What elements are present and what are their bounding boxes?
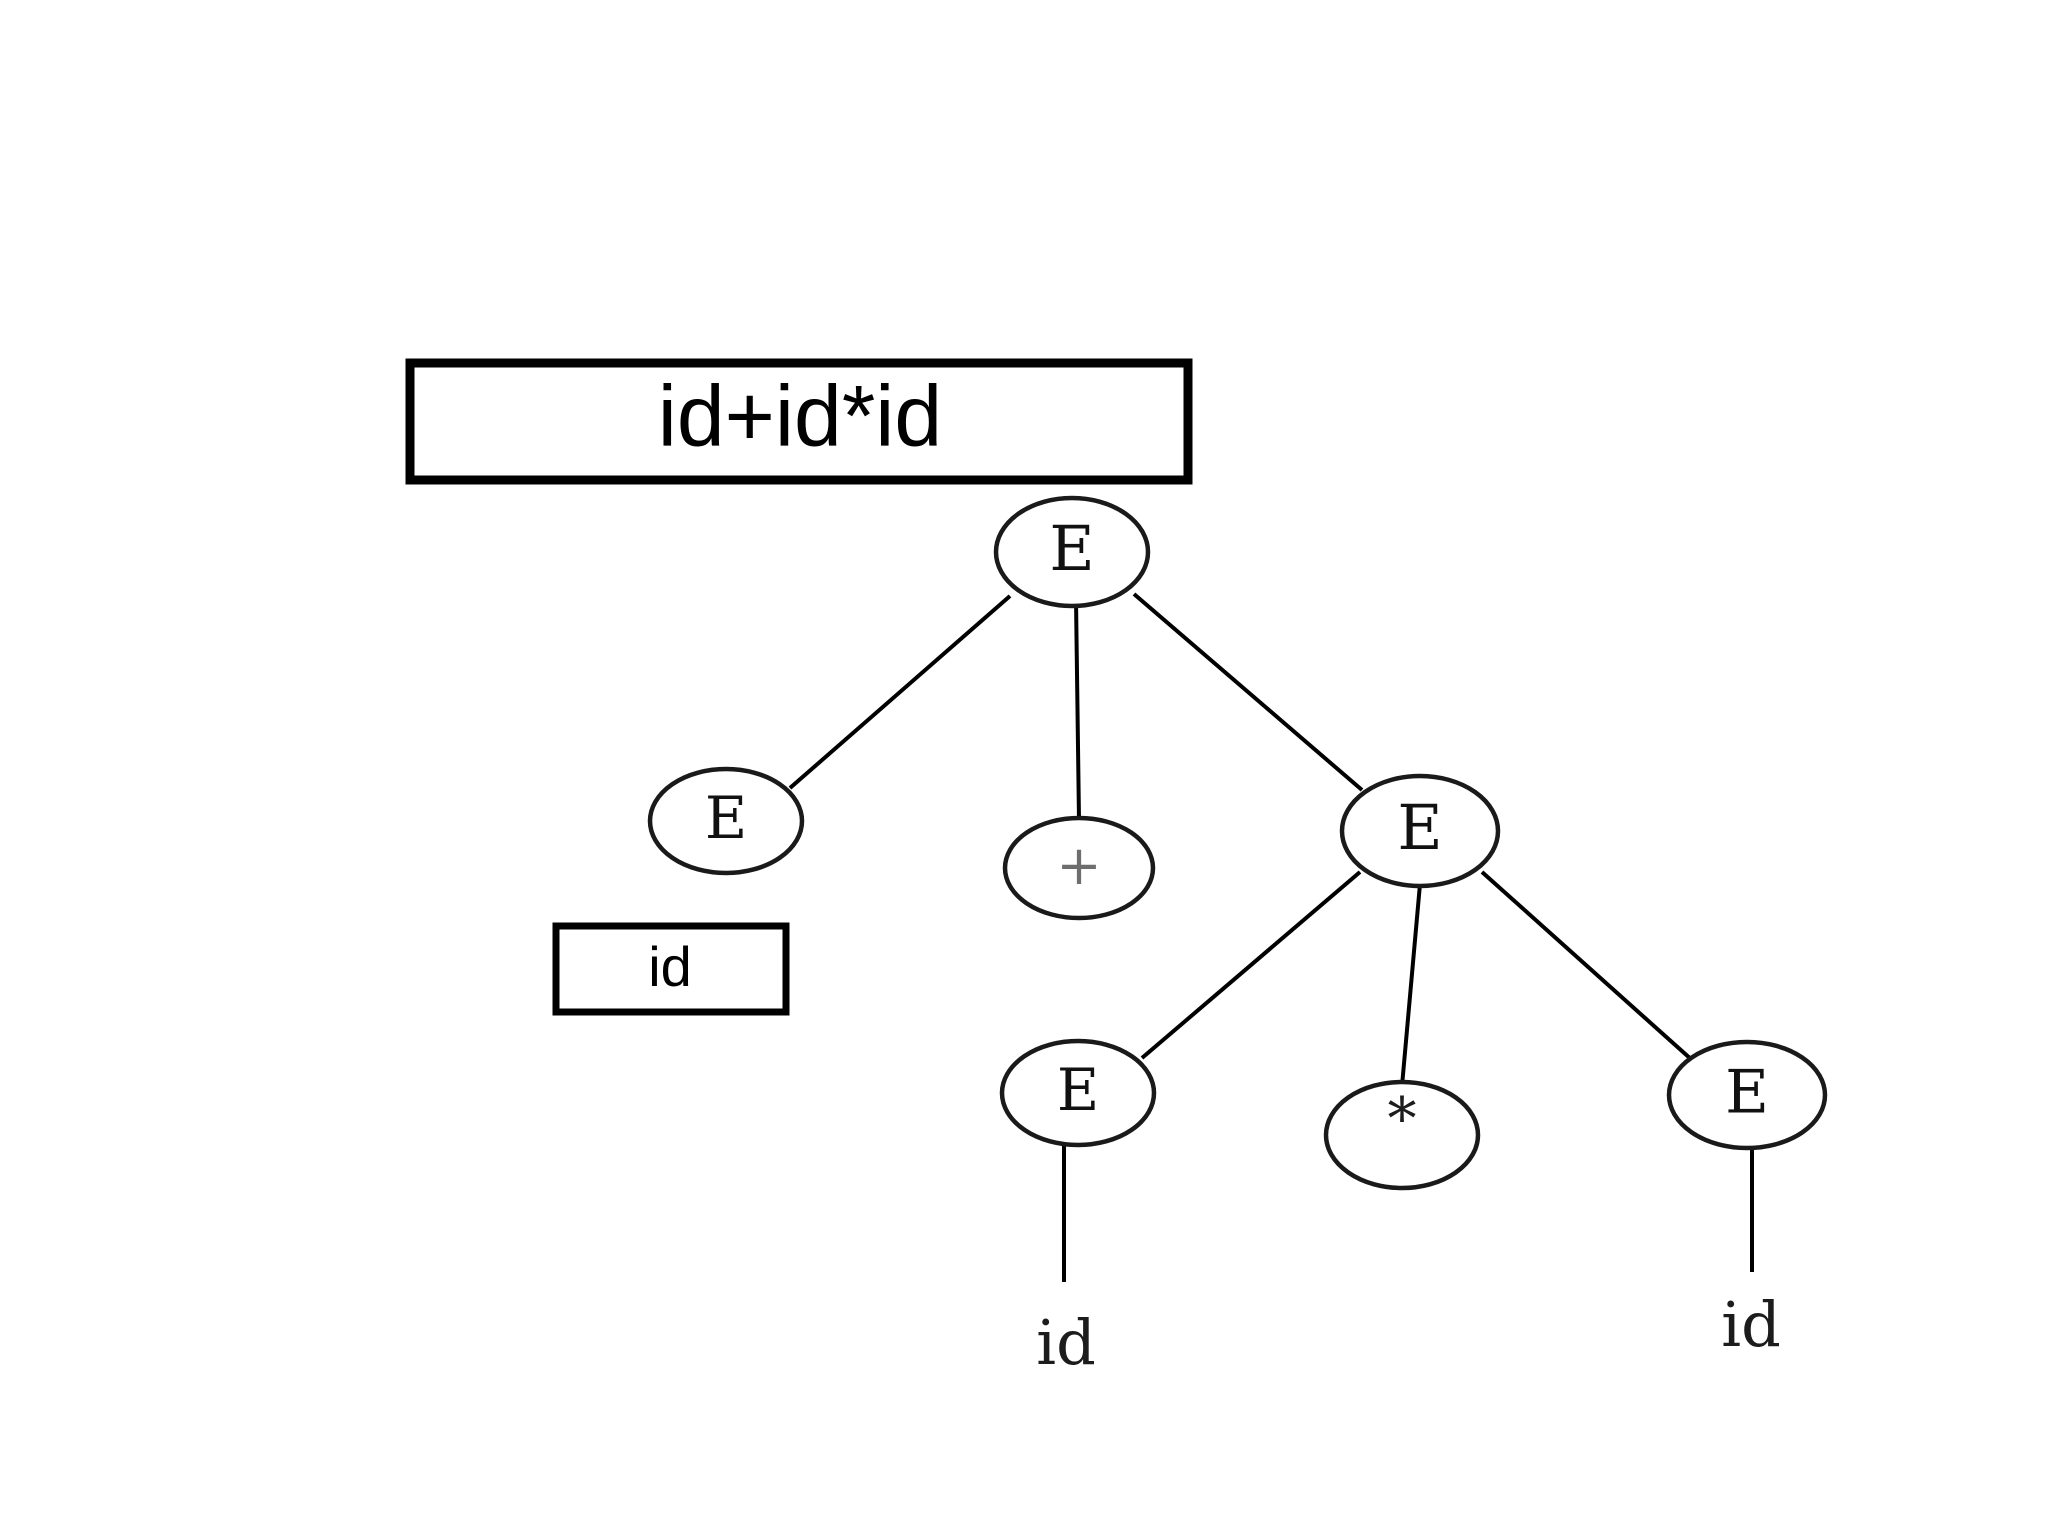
node-plus-op-ellipse	[1002, 815, 1156, 921]
node-left-e-ellipse	[647, 766, 805, 876]
sentence-box: id+id*id	[405, 358, 1193, 485]
leaf-id-right: id	[1721, 1288, 1781, 1361]
node-root-e-label: E	[1049, 512, 1094, 585]
node-mul-right-e-ellipse	[1666, 1039, 1828, 1151]
node-right-e[interactable]: E	[1339, 773, 1501, 889]
terminal-leaves-group: id id	[1036, 1288, 1781, 1379]
node-mul-left-e-label: E	[1057, 1056, 1099, 1124]
node-mul-right-e[interactable]: E	[1666, 1039, 1828, 1151]
terminal-id-box-border	[552, 922, 790, 1016]
node-mul-left-e-ellipse	[999, 1038, 1157, 1148]
node-mul-left-e[interactable]: E	[999, 1038, 1157, 1148]
terminal-id-box-label: id	[648, 935, 692, 998]
edge-root-to-left-e	[788, 594, 1012, 790]
node-star-op-ellipse	[1323, 1079, 1481, 1191]
leaf-id-middle: id	[1036, 1306, 1096, 1379]
edge-right-e-to-mul-left	[1140, 870, 1362, 1060]
node-plus-op[interactable]: +	[1002, 815, 1156, 921]
terminal-id-box: id	[552, 922, 790, 1016]
sentence-box-border	[405, 358, 1193, 485]
tree-nodes-group: E E + E E *	[647, 495, 1828, 1191]
edge-root-to-plus	[1074, 599, 1081, 821]
edge-right-e-to-star	[1400, 883, 1422, 1087]
node-right-e-ellipse	[1339, 773, 1501, 889]
node-star-op-label: *	[1388, 1084, 1417, 1152]
node-mul-right-e-label: E	[1725, 1058, 1769, 1128]
node-left-e-label: E	[705, 784, 747, 852]
edge-right-e-to-mul-right	[1480, 870, 1694, 1062]
edge-root-to-right-e	[1132, 592, 1364, 792]
node-plus-op-label: +	[1056, 834, 1101, 897]
node-right-e-label: E	[1397, 791, 1442, 864]
sentence-box-label: id+id*id	[658, 369, 943, 465]
node-star-op[interactable]: *	[1323, 1079, 1481, 1191]
tree-edges-group	[788, 592, 1754, 1282]
node-left-e[interactable]: E	[647, 766, 805, 876]
node-root-e[interactable]: E	[993, 495, 1151, 609]
node-root-e-ellipse	[993, 495, 1151, 609]
